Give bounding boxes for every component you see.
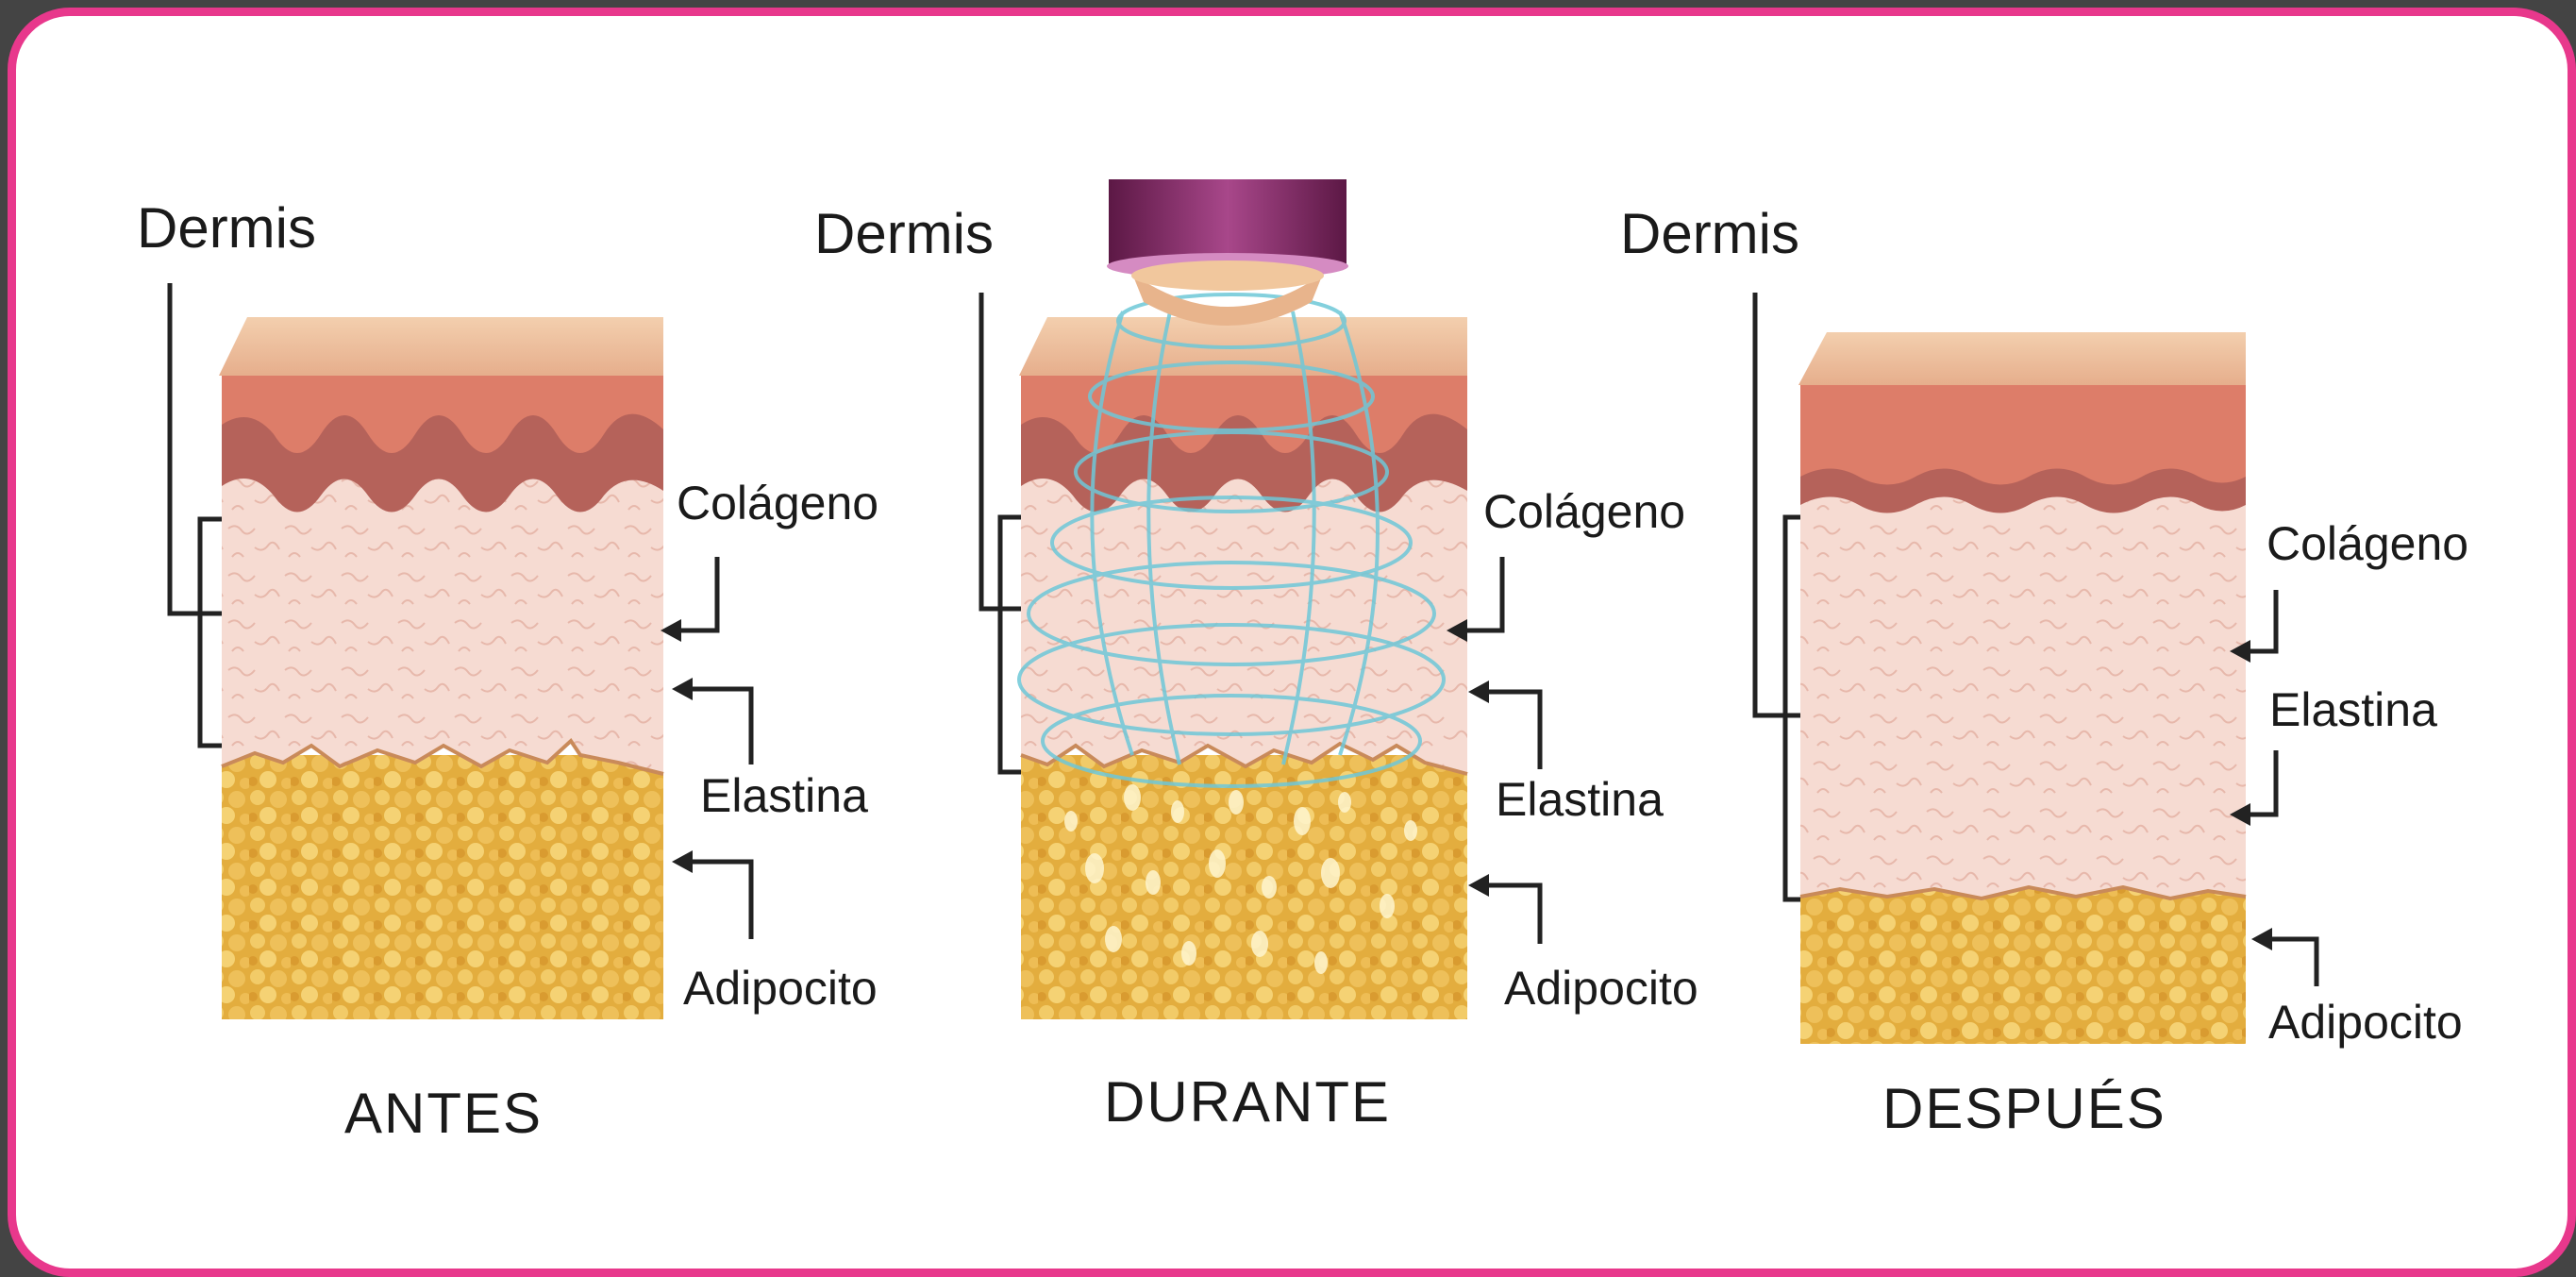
- brackets-antes: [167, 283, 222, 748]
- caption-despues: DESPUÉS: [1882, 1077, 2166, 1140]
- elastin-label-durante: Elastina: [1496, 773, 1664, 826]
- collagen-label-antes: Colágeno: [677, 477, 879, 529]
- arrowheads-durante: [1447, 619, 1489, 897]
- adipocyte-label-despues: Adipocito: [2268, 996, 2463, 1049]
- ultrasound-device: [1107, 179, 1348, 326]
- skin-surface: [1798, 332, 2246, 385]
- arrows-durante: [1458, 557, 1543, 944]
- dermis-fat-boundary: [1020, 741, 1468, 776]
- fat-layer: [1021, 755, 1467, 1019]
- arrows-despues: [2241, 590, 2319, 986]
- dermis-label-despues: Dermis: [1620, 202, 1799, 265]
- brackets-durante: [979, 293, 1021, 775]
- skin-block-durante: [1019, 317, 1468, 1019]
- skin-block-despues: [1798, 332, 2247, 1044]
- caption-antes: ANTES: [344, 1082, 544, 1145]
- adipocyte-label-durante: Adipocito: [1504, 962, 1698, 1015]
- collagen-wave: [1800, 468, 2246, 513]
- arrowheads-despues: [2230, 640, 2272, 950]
- ultrasound-waves: [1017, 293, 1446, 788]
- adipocyte-label-antes: Adipocito: [683, 962, 878, 1015]
- dermis-label-durante: Dermis: [814, 202, 994, 265]
- skin-block-antes: [219, 317, 664, 1019]
- collagen-wave: [222, 413, 663, 512]
- caption-durante: DURANTE: [1104, 1070, 1392, 1134]
- dermis-fat-boundary: [221, 737, 664, 776]
- collagen-wave: [1021, 413, 1467, 512]
- elastin-label-antes: Elastina: [700, 769, 868, 822]
- elastin-label-despues: Elastina: [2269, 683, 2437, 736]
- skin-surface: [219, 317, 663, 376]
- collagen-label-despues: Colágeno: [2267, 517, 2469, 570]
- dermis-layer: [222, 472, 663, 774]
- fat-breakdown-spots: [1064, 784, 1417, 974]
- dermis-layer: [1800, 491, 2246, 899]
- fat-layer: [1800, 878, 2246, 1044]
- collagen-label-durante: Colágeno: [1483, 485, 1686, 538]
- dermis-fat-boundary: [1799, 884, 2247, 901]
- brackets-despues: [1752, 293, 1800, 902]
- arrows-antes: [672, 557, 754, 939]
- arrowheads-antes: [661, 619, 693, 873]
- dermis-label-antes: Dermis: [137, 196, 316, 260]
- fat-layer: [222, 755, 663, 1019]
